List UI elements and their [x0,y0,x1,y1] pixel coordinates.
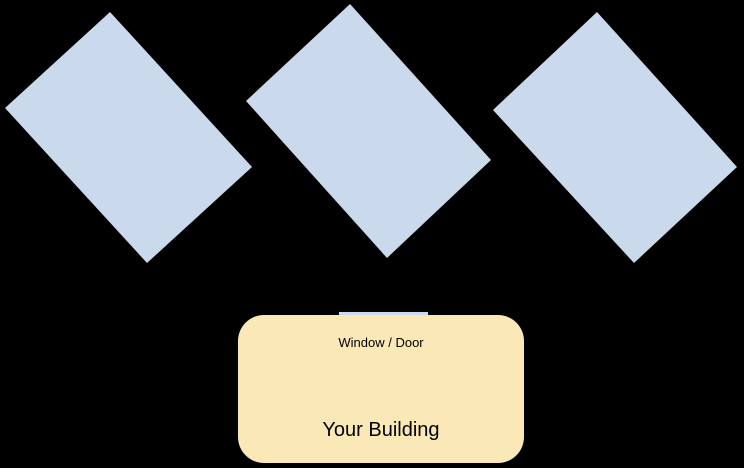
tilted-rectangle-3 [493,12,737,263]
tilted-rectangle-1 [5,12,252,263]
tilted-rectangle-2 [246,4,491,258]
window-door-label: Window / Door [338,335,424,350]
building-shape: Window / Door Your Building [238,315,524,463]
building-label: Your Building [322,419,440,441]
